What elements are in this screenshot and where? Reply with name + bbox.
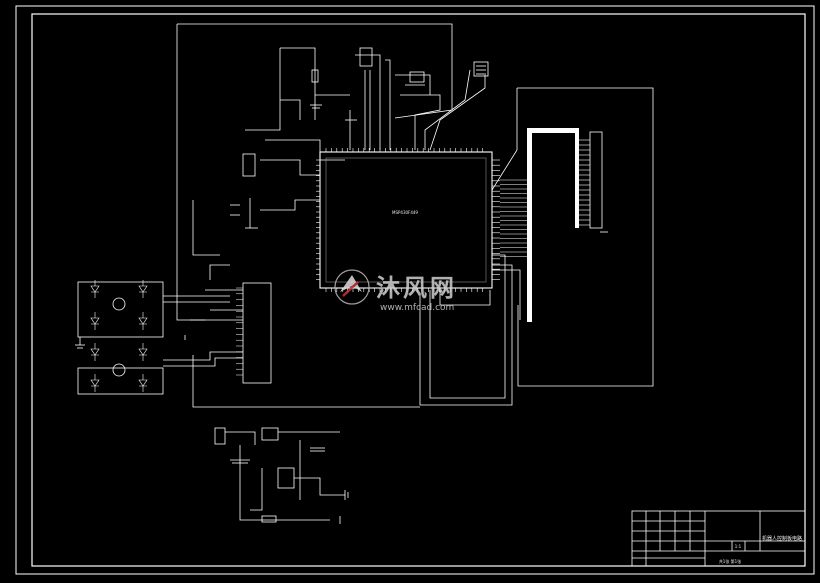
resistor <box>311 69 319 83</box>
wire-group-top <box>176 23 486 321</box>
power-supply <box>214 427 349 524</box>
watermark-logo: 沐风网 www.mfcad.com <box>334 269 457 313</box>
scale-label: 1:1 <box>735 544 742 549</box>
ic-chip-small <box>359 47 373 67</box>
mcu-label: MSP430F449 <box>392 210 418 215</box>
bus-bar <box>527 128 532 322</box>
connector-left <box>242 153 256 177</box>
crystal-oscillator <box>409 71 425 83</box>
watermark-url: www.mfcad.com <box>380 303 454 313</box>
driver-pins <box>236 287 243 376</box>
right-stubs <box>500 139 590 257</box>
logo-ring-icon <box>334 269 370 305</box>
regulator-1 <box>261 427 279 441</box>
power-jack <box>214 427 226 445</box>
mcu-chip: MSP430F449 <box>319 151 493 289</box>
diodes <box>90 280 148 392</box>
inner-frame <box>31 13 806 567</box>
logo-mountain-icon <box>340 275 362 292</box>
sheet-count: 共1张 第1张 <box>719 558 741 564</box>
driver-ic <box>242 282 272 384</box>
wire-group-right <box>419 87 654 406</box>
mcu-pins <box>316 148 500 292</box>
h-bridge-2 <box>77 367 164 395</box>
drawing-title: 机器人控制板电路 <box>762 535 802 542</box>
resistor-2 <box>261 515 277 523</box>
top-components <box>230 47 489 229</box>
logo-text: 沐风网 <box>376 274 457 302</box>
motor-2 <box>112 363 126 377</box>
outer-frame <box>15 5 815 575</box>
motor-driver <box>75 264 420 408</box>
h-bridge-1 <box>77 281 164 338</box>
connector-top-right <box>473 61 489 77</box>
title-block <box>631 510 806 567</box>
motor-1 <box>112 297 126 311</box>
